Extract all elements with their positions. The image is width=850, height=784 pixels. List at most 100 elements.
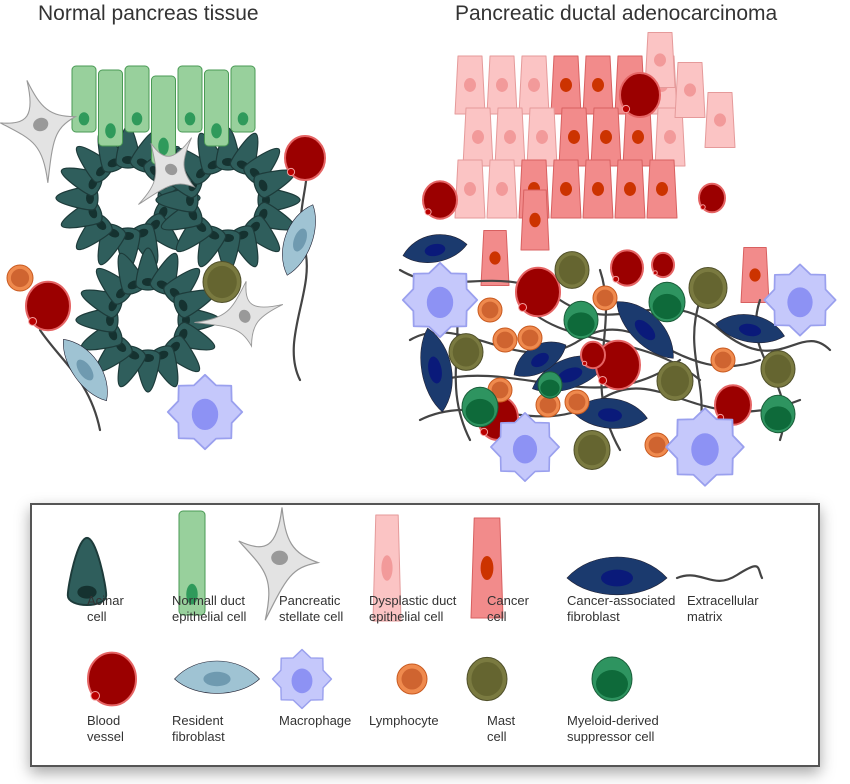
mast-cell-icon xyxy=(466,656,508,702)
caf-icon xyxy=(715,314,785,344)
legend-label-lymphocyte: Lymphocyte xyxy=(369,713,439,729)
legend-label-line: Cancer xyxy=(487,593,529,608)
lymphocyte-icon xyxy=(396,663,428,695)
lymphocyte-icon xyxy=(6,264,34,292)
legend-icons xyxy=(66,507,764,710)
legend-label-line: Blood xyxy=(87,713,121,728)
dysplastic-cell-icon xyxy=(674,62,706,118)
legend-label-line: Lymphocyte xyxy=(369,713,439,728)
dysplastic-cell-icon xyxy=(518,55,550,115)
dysplastic-cell-icon xyxy=(644,32,676,88)
legend-label-line: epithelial cell xyxy=(369,609,444,624)
lymphocyte-icon xyxy=(535,392,561,418)
blood-vessel-icon xyxy=(515,266,561,318)
lymphocyte-icon xyxy=(492,327,518,353)
acinus xyxy=(155,127,301,273)
caf-icon xyxy=(402,234,468,263)
stellate-cell-icon xyxy=(238,507,321,621)
stellate-cell-icon xyxy=(0,80,78,183)
epithelial-cell-icon xyxy=(177,65,203,133)
legend-label-line: vessel xyxy=(87,729,124,744)
legend-label-line: Myeloid-derived xyxy=(567,713,659,728)
legend-label-line: fibroblast xyxy=(172,729,225,744)
dysplastic-cell-icon xyxy=(526,107,558,167)
acinar-cell-icon xyxy=(163,267,201,305)
mast-cell-icon xyxy=(554,251,590,289)
cancer-cell-icon xyxy=(582,55,614,115)
cancer-cell-icon xyxy=(622,107,654,167)
mast-cell-icon xyxy=(573,430,611,470)
epithelial-cell-icon xyxy=(98,69,123,147)
legend-label-line: Macrophage xyxy=(279,713,352,728)
mdsc-icon xyxy=(591,656,633,702)
legend-label-line: Dysplastic duct xyxy=(369,593,457,608)
dysplastic-cell-icon xyxy=(486,159,518,219)
mdsc-icon xyxy=(537,371,563,399)
acinar-cell-icon xyxy=(173,289,216,318)
resident-fibroblast-icon xyxy=(63,338,108,402)
blood-vessel-icon xyxy=(422,180,458,220)
legend-label-macrophage: Macrophage xyxy=(279,713,351,729)
epithelial-cell-icon xyxy=(178,510,206,616)
macrophage-icon xyxy=(271,648,333,710)
stellate-cell-icon xyxy=(194,281,284,348)
legend-label-line: stellate cell xyxy=(279,609,344,624)
dysplastic-cell-icon xyxy=(454,159,486,219)
acinus xyxy=(55,125,201,271)
macrophage-icon xyxy=(401,261,479,339)
ecm-fiber-icon xyxy=(675,565,764,582)
caf-icon xyxy=(566,556,668,595)
caf-icon xyxy=(572,398,648,429)
macrophage-icon xyxy=(763,263,837,337)
cancer-cell-icon xyxy=(558,107,590,167)
lymphocyte-icon xyxy=(477,297,503,323)
epithelial-cell-icon xyxy=(71,65,97,133)
mdsc-icon xyxy=(760,394,796,434)
legend-label-line: Normall duct xyxy=(172,593,245,608)
resident-fibroblast-icon xyxy=(174,660,260,694)
legend-label-line: Mast xyxy=(487,713,516,728)
caf-icon xyxy=(513,341,567,377)
cancer-cell-icon xyxy=(582,159,614,219)
cancer-cell-icon xyxy=(470,517,504,619)
macrophage-icon xyxy=(490,412,560,482)
tissue-illustration xyxy=(0,32,837,487)
pdac-title: Pancreatic ductal adenocarcinoma xyxy=(455,2,778,25)
legend-label-line: Resident xyxy=(172,713,224,728)
epithelial-cell-icon xyxy=(204,69,229,147)
dysplastic-cell-icon xyxy=(494,107,526,167)
legend-label-line: cell xyxy=(487,609,507,624)
pdac-panel xyxy=(398,32,837,487)
macrophage-icon xyxy=(166,373,244,451)
blood-vessel-icon xyxy=(87,651,137,707)
legend-label-line: matrix xyxy=(687,609,723,624)
legend-label-line: cell xyxy=(87,609,107,624)
cancer-cell-icon xyxy=(550,159,582,219)
stellate-cell-icon xyxy=(138,137,196,205)
lymphocyte-icon xyxy=(710,347,736,373)
mast-cell-icon xyxy=(448,333,484,371)
caf-icon xyxy=(616,301,674,359)
cancer-cell-icon xyxy=(646,159,678,219)
legend-label-line: cell xyxy=(487,729,507,744)
mast-cell-icon xyxy=(688,266,728,310)
normal-tissue-title: Normal pancreas tissue xyxy=(38,2,259,25)
mast-cell-icon xyxy=(656,361,694,401)
dysplastic-cell-icon xyxy=(486,55,518,115)
mdsc-icon xyxy=(563,300,599,340)
lymphocyte-icon xyxy=(517,325,543,351)
cancer-cell-icon xyxy=(480,230,510,286)
blood-vessel-icon xyxy=(25,280,71,332)
legend-label-line: fibroblast xyxy=(567,609,620,624)
macrophage-icon xyxy=(665,407,745,487)
cancer-cell-icon xyxy=(614,159,646,219)
blood-vessel-icon xyxy=(610,249,644,287)
